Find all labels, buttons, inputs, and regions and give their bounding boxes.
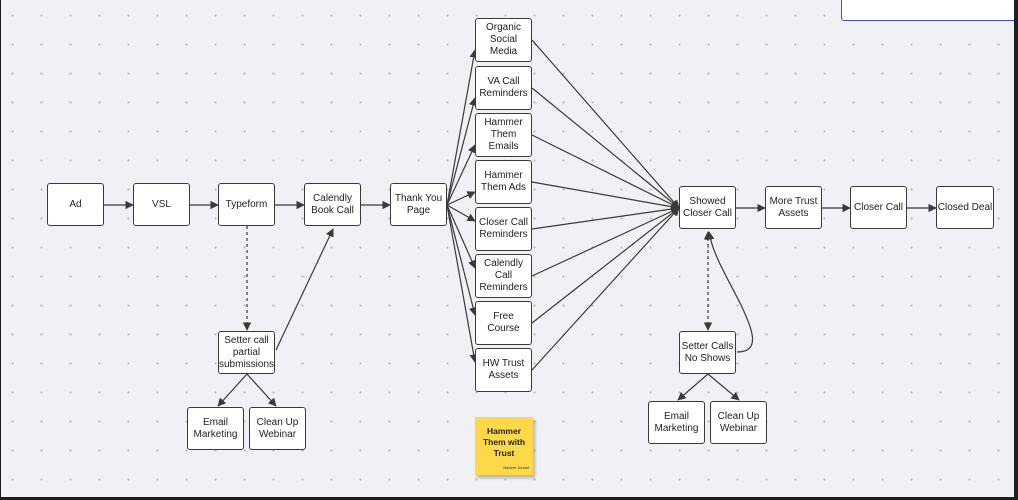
- sticky-note-author: Nabeel Junaid: [503, 465, 529, 470]
- sticky-note-text: Hammer Them with Trust: [482, 426, 526, 458]
- connector-arrow: [531, 39, 680, 209]
- node-calendly-call-reminders[interactable]: Calendly Call Reminders: [475, 254, 532, 298]
- node-thank-you-page[interactable]: Thank You Page: [390, 183, 447, 226]
- connector-arrow: [446, 204, 478, 316]
- connector-curve: [706, 231, 754, 353]
- node-clean-up-webinar-2[interactable]: Clean Up Webinar: [710, 401, 767, 444]
- connector-arrow: [275, 228, 334, 351]
- node-hw-trust-assets[interactable]: HW Trust Assets: [475, 348, 532, 392]
- connector-arrow: [446, 204, 478, 363]
- node-setter-call-partial[interactable]: Setter call partial submissions: [218, 331, 275, 374]
- node-setter-calls-no-shows[interactable]: Setter Calls No Shows: [679, 331, 736, 374]
- node-hammer-them-emails[interactable]: Hammer Them Emails: [475, 113, 532, 157]
- connector-arrow: [446, 144, 476, 206]
- connector-arrow: [531, 181, 680, 211]
- connector-arrow: [217, 373, 248, 407]
- node-calendly-book-call[interactable]: Calendly Book Call: [304, 183, 361, 226]
- connector-arrow: [707, 373, 740, 401]
- node-closed-deal[interactable]: Closed Deal: [936, 186, 994, 229]
- node-clean-up-webinar[interactable]: Clean Up Webinar: [249, 407, 306, 450]
- node-showed-closer-call[interactable]: Showed Closer Call: [679, 186, 736, 229]
- connector-arrow: [531, 204, 680, 230]
- node-email-marketing[interactable]: Email Marketing: [187, 407, 244, 450]
- sticky-note[interactable]: Hammer Them with Trust Nabeel Junaid: [475, 417, 533, 475]
- node-organic-social-media[interactable]: Organic Social Media: [475, 18, 532, 62]
- top-right-panel[interactable]: [841, 0, 1014, 21]
- connector-arrow: [446, 204, 476, 269]
- connector-arrow: [446, 191, 476, 206]
- connector-arrow: [531, 207, 680, 277]
- connector-arrow: [531, 134, 680, 209]
- node-free-course[interactable]: Free Course: [475, 301, 532, 345]
- node-closer-call-reminders[interactable]: Closer Call Reminders: [475, 207, 532, 251]
- node-more-trust-assets[interactable]: More Trust Assets: [765, 186, 822, 229]
- connector-arrow: [531, 87, 680, 209]
- node-closer-call[interactable]: Closer Call: [850, 186, 907, 229]
- connector-arrow: [531, 207, 680, 324]
- connector-arrow: [246, 373, 277, 407]
- node-ad[interactable]: Ad: [47, 183, 104, 226]
- node-hammer-them-ads[interactable]: Hammer Them Ads: [475, 160, 532, 204]
- connector-arrow: [446, 49, 478, 206]
- node-vsl[interactable]: VSL: [133, 183, 190, 226]
- node-email-marketing-2[interactable]: Email Marketing: [648, 401, 705, 444]
- connector-arrow: [531, 207, 680, 371]
- connector-arrow: [446, 97, 478, 206]
- node-typeform[interactable]: Typeform: [218, 183, 275, 226]
- connector-arrow: [446, 204, 476, 222]
- connector-arrow: [677, 373, 709, 401]
- node-va-call-reminders[interactable]: VA Call Reminders: [475, 66, 532, 110]
